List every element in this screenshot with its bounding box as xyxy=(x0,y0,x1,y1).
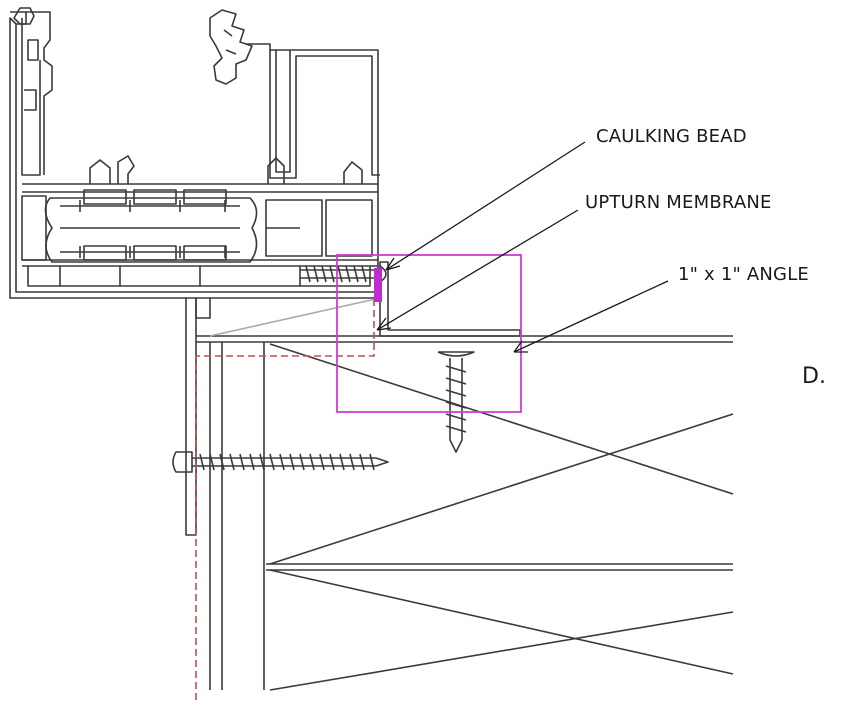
leader-caulking-bead xyxy=(385,141,586,271)
caulking-bead xyxy=(374,268,382,302)
leader-angle xyxy=(513,280,669,353)
detail-highlight-box xyxy=(336,254,522,413)
window-frame-profile xyxy=(9,7,381,536)
label-upturn-membrane: UPTURN MEMBRANE xyxy=(585,192,772,213)
upturn-membrane-line xyxy=(195,300,375,700)
angle-1x1 xyxy=(379,261,521,337)
horizontal-screw-jamb xyxy=(172,451,389,473)
vertical-screw-angle xyxy=(437,351,475,453)
label-angle: 1" x 1" ANGLE xyxy=(678,264,810,285)
detail-letter: D. xyxy=(802,364,826,389)
rough-opening-framing xyxy=(196,297,734,691)
leader-upturn-membrane xyxy=(376,209,579,331)
horizontal-screw-frame xyxy=(300,265,387,283)
label-caulking-bead: CAULKING BEAD xyxy=(596,126,747,147)
